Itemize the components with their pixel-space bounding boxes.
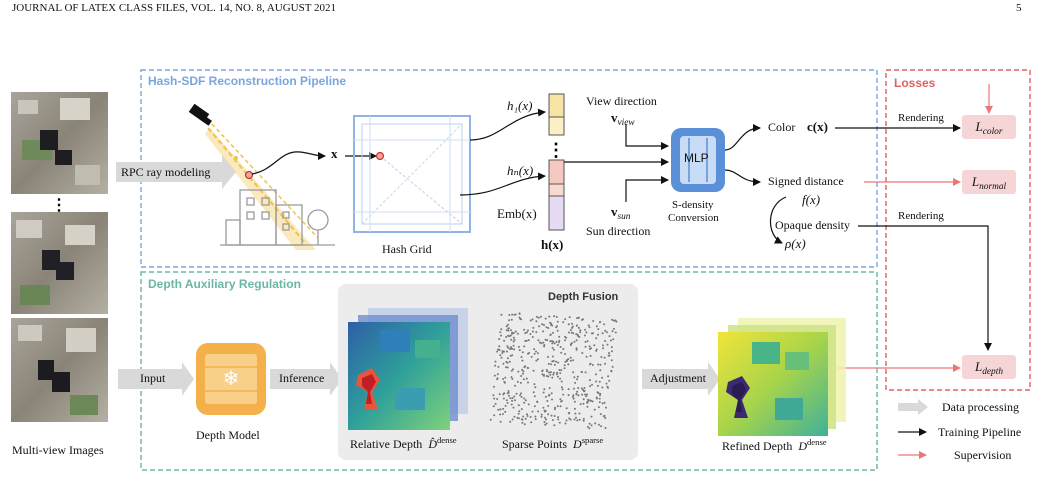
ray-point bbox=[244, 170, 254, 180]
v-sun-symbol: vsun bbox=[611, 204, 631, 222]
view-to-mlp-arrow bbox=[625, 124, 669, 150]
adjustment-gray-arrow bbox=[642, 362, 720, 396]
feature-dots: ⋮ bbox=[547, 140, 565, 160]
emb-label: Emb(x) bbox=[497, 206, 537, 221]
color-symbol: c(x) bbox=[807, 119, 828, 134]
images-ellipsis: ⋮ bbox=[51, 197, 67, 214]
loss-color-label: Lcolor bbox=[975, 119, 1003, 137]
sdf-conversion-curve bbox=[769, 196, 787, 244]
color-label: Color bbox=[768, 120, 796, 134]
legend-supervision-label: Supervision bbox=[954, 448, 1012, 462]
losses-title: Losses bbox=[894, 76, 936, 90]
s-density-label: S-density bbox=[672, 199, 714, 211]
depth-title: Depth Auxiliary Regulation bbox=[148, 277, 301, 291]
page-number: 5 bbox=[1016, 2, 1022, 14]
satellite-camera-icon bbox=[188, 103, 212, 126]
conversion-label: Conversion bbox=[668, 212, 719, 224]
svg-text:❄: ❄ bbox=[223, 366, 240, 390]
rpc-label: RPC ray modeling bbox=[121, 165, 211, 179]
opaque-density-label: Opaque density bbox=[775, 218, 850, 232]
grid-to-hn-arrow bbox=[459, 172, 546, 196]
sun-direction-label: Sun direction bbox=[586, 224, 651, 238]
satellite-image-2 bbox=[11, 212, 108, 314]
point-to-x-arrow bbox=[251, 151, 326, 175]
adjustment-label: Adjustment bbox=[650, 371, 706, 385]
depth-model-icon: ❄ bbox=[196, 343, 266, 415]
loss-depth-box bbox=[962, 355, 1016, 379]
input-label: Input bbox=[140, 371, 166, 385]
ray-line-1 bbox=[207, 127, 307, 245]
depth-model-label: Depth Model bbox=[196, 428, 260, 442]
rendering-label-2: Rendering bbox=[898, 210, 944, 222]
mlp-block bbox=[671, 128, 725, 192]
inference-label: Inference bbox=[279, 371, 325, 385]
density-to-depth-loss-arrow bbox=[858, 225, 992, 351]
hn-label: hₙ(x) bbox=[507, 163, 534, 178]
inference-gray-arrow bbox=[270, 362, 342, 396]
loss-color-box bbox=[962, 115, 1016, 139]
losses-section-border bbox=[885, 69, 1031, 391]
satellite-image-1 bbox=[11, 92, 108, 194]
ray-line-2 bbox=[211, 123, 319, 239]
sun-to-mlp-arrow bbox=[625, 176, 669, 202]
hash-grid bbox=[353, 115, 471, 233]
legend-data-processing-label: Data processing bbox=[942, 400, 1019, 414]
sparse-points-cloud bbox=[489, 312, 618, 430]
pipeline-title: Hash-SDF Reconstruction Pipeline bbox=[148, 74, 347, 88]
legend-training-label: Training Pipeline bbox=[938, 425, 1022, 439]
loss-depth-label: Ldepth bbox=[975, 359, 1003, 377]
rho-x-label: ρ(x) bbox=[785, 236, 806, 251]
loss-normal-box bbox=[962, 170, 1016, 194]
building-icon bbox=[220, 189, 335, 246]
ray-sample-point bbox=[234, 156, 238, 160]
hx-label: h(x) bbox=[541, 237, 564, 252]
rpc-gray-arrow bbox=[116, 155, 236, 189]
view-direction-label: View direction bbox=[586, 94, 657, 108]
multiview-caption: Multi-view Images bbox=[12, 443, 104, 457]
rendering-label-1: Rendering bbox=[898, 112, 944, 124]
mlp-to-sdf-arrow bbox=[724, 169, 761, 186]
pipeline-section-border bbox=[140, 69, 878, 268]
signed-distance-label: Signed distance bbox=[768, 174, 844, 188]
mlp-label: MLP bbox=[684, 151, 709, 165]
mlp-to-color-arrow bbox=[724, 124, 761, 151]
h1-label: h₁(x) bbox=[507, 98, 533, 113]
f-x-label: f(x) bbox=[802, 192, 821, 207]
x-symbol: x bbox=[331, 146, 338, 161]
refined-depth-stack bbox=[718, 318, 846, 436]
grid-to-h1-arrow bbox=[469, 108, 546, 141]
v-view-symbol: vview bbox=[611, 110, 635, 128]
legend-data-processing-arrow bbox=[898, 399, 928, 415]
input-gray-arrow bbox=[118, 362, 194, 396]
hash-grid-label: Hash Grid bbox=[382, 242, 432, 256]
sparse-points-caption: Sparse Points Dsparse bbox=[502, 435, 604, 451]
satellite-image-3 bbox=[11, 318, 108, 422]
loss-normal-label: Lnormal bbox=[971, 174, 1007, 192]
depth-fusion-title: Depth Fusion bbox=[548, 291, 619, 303]
relative-depth-caption: Relative Depth D̂dense bbox=[350, 435, 457, 451]
relative-depth-stack bbox=[348, 308, 468, 430]
refined-depth-caption: Refined Depth Ddense bbox=[722, 437, 827, 453]
journal-header: JOURNAL OF LATEX CLASS FILES, VOL. 14, N… bbox=[12, 2, 337, 14]
feature-vector bbox=[548, 93, 565, 231]
